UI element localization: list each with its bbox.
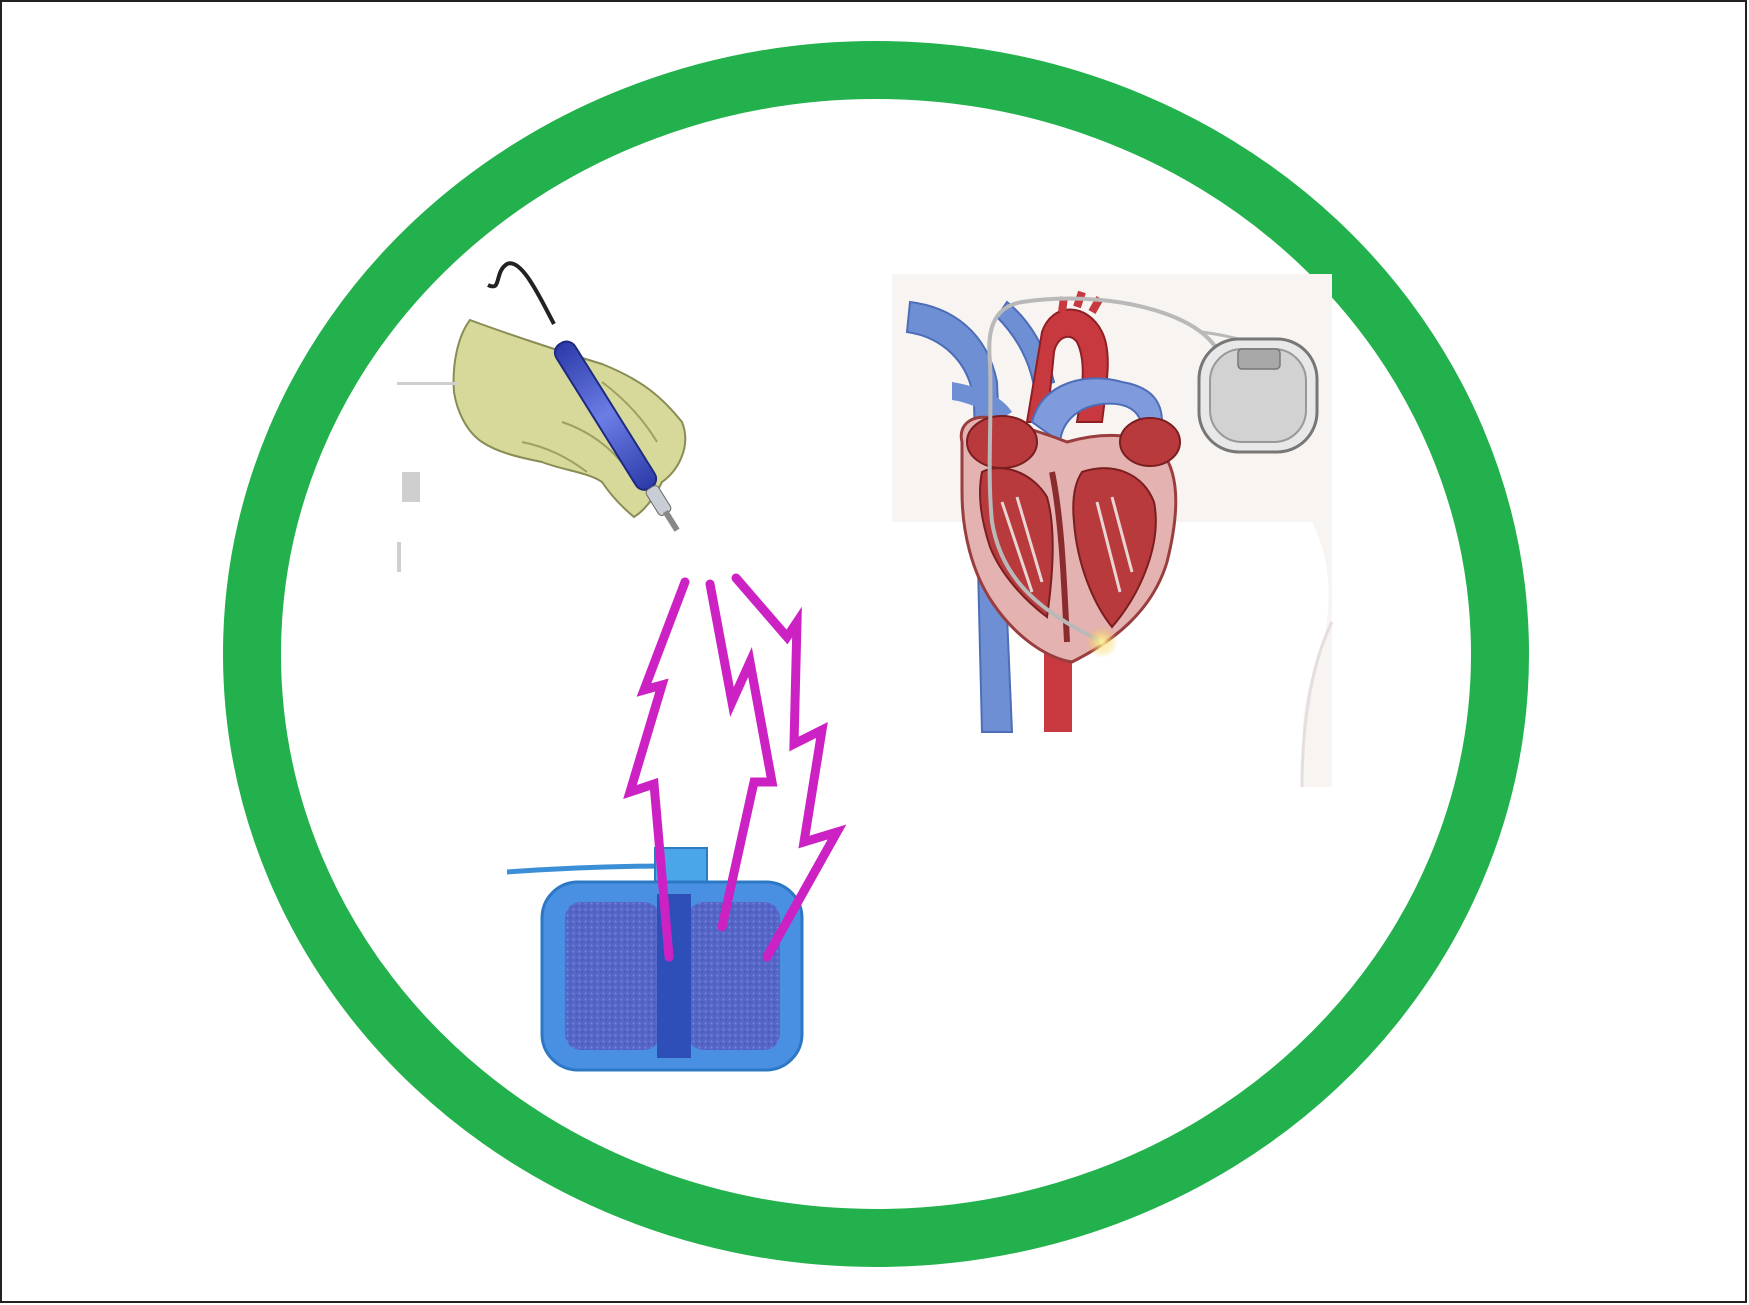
pacemaker-device [1199,339,1317,452]
green-ring [252,70,1500,1238]
pen-cord [488,263,554,324]
electrosurgical-pen-hand [397,263,686,572]
pad-fabric-left [565,902,660,1050]
bolt-middle [710,584,772,927]
pad-fabric-right [688,902,780,1050]
lead-tip-glow [1086,626,1118,658]
heart-pacemaker-illustration [892,274,1332,787]
return-electrode-pad [507,848,802,1070]
left-atrium [1120,418,1180,466]
right-atrium [967,416,1037,468]
pad-cable [507,866,667,872]
